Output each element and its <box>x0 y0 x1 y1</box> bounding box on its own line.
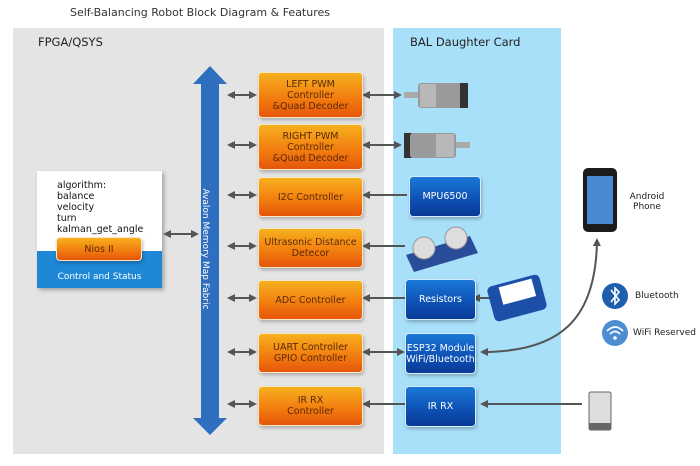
fpga-panel-label: FPGA/QSYS <box>38 35 103 49</box>
ir-remote-icon <box>588 391 612 431</box>
algorithm-line: algorithm: <box>57 180 107 191</box>
wifi-label: WiFi Reserved <box>633 328 696 338</box>
controller-line: &Quad Decoder <box>272 152 349 164</box>
irrx-module: IR RX <box>405 386 476 427</box>
algorithm-line: kalman_get_angle <box>57 224 144 235</box>
algorithm-list: algorithm: balance velocity turn kalman_… <box>57 180 143 235</box>
controller-line: RIGHT PWM <box>282 130 339 142</box>
bluetooth-icon <box>602 283 628 309</box>
mpu6500-module: MPU6500 <box>409 176 481 217</box>
i2c-controller: I2C Controller <box>258 177 363 217</box>
controller-line: LEFT PWM <box>286 78 335 90</box>
adc-controller: ADC Controller <box>258 280 363 320</box>
ultrasonic-sensor-icon <box>406 226 478 272</box>
bluetooth-label: Bluetooth <box>635 291 679 301</box>
nios-ii-block: Nios II <box>56 237 142 261</box>
android-phone-icon <box>583 168 617 232</box>
controller-line: &Quad Decoder <box>272 100 349 112</box>
algorithm-line: velocity <box>57 202 95 213</box>
module-line: IR RX <box>427 401 454 412</box>
phone-label-line: Android <box>629 192 665 202</box>
controller-line: Detecor <box>291 248 330 259</box>
controller-line: Controller <box>287 141 334 153</box>
module-line: MPU6500 <box>422 191 468 202</box>
phone-label-line: Phone <box>633 202 661 212</box>
controller-line: UART Controller <box>273 342 348 353</box>
module-line: WiFi/Bluetooth <box>406 353 475 365</box>
module-line: ESP32 Module <box>406 342 475 354</box>
algorithm-line: turn <box>57 213 77 224</box>
control-status-label: Control and Status <box>57 272 142 282</box>
avalon-bus-label: Avalon Memory Map Fabric <box>200 188 210 310</box>
diagram-title: Self-Balancing Robot Block Diagram & Fea… <box>69 6 330 19</box>
resistors-module: Resistors <box>405 279 476 320</box>
battery-pack-icon <box>487 274 547 322</box>
wifi-icon <box>602 320 628 346</box>
controller-line: Controller <box>287 406 334 417</box>
daughter-card-label: BAL Daughter Card <box>410 35 521 49</box>
nios-ii-label: Nios II <box>84 243 114 255</box>
avalon-bus-arrow <box>193 66 227 435</box>
right-motor-icon <box>404 133 470 158</box>
left-motor-icon <box>404 83 468 108</box>
module-line: Resistors <box>419 294 462 305</box>
controller-line: GPIO Controller <box>273 353 348 364</box>
controller-line: Ultrasonic Distance <box>264 237 357 248</box>
controller-line: Controller <box>287 89 334 101</box>
controller-line: I2C Controller <box>277 191 344 203</box>
controller-line: ADC Controller <box>275 294 346 306</box>
controller-line: IR RX <box>297 395 324 406</box>
android-phone-label: Android Phone <box>627 192 667 212</box>
algorithm-line: balance <box>57 191 95 202</box>
phone-link-arrow <box>480 238 601 356</box>
